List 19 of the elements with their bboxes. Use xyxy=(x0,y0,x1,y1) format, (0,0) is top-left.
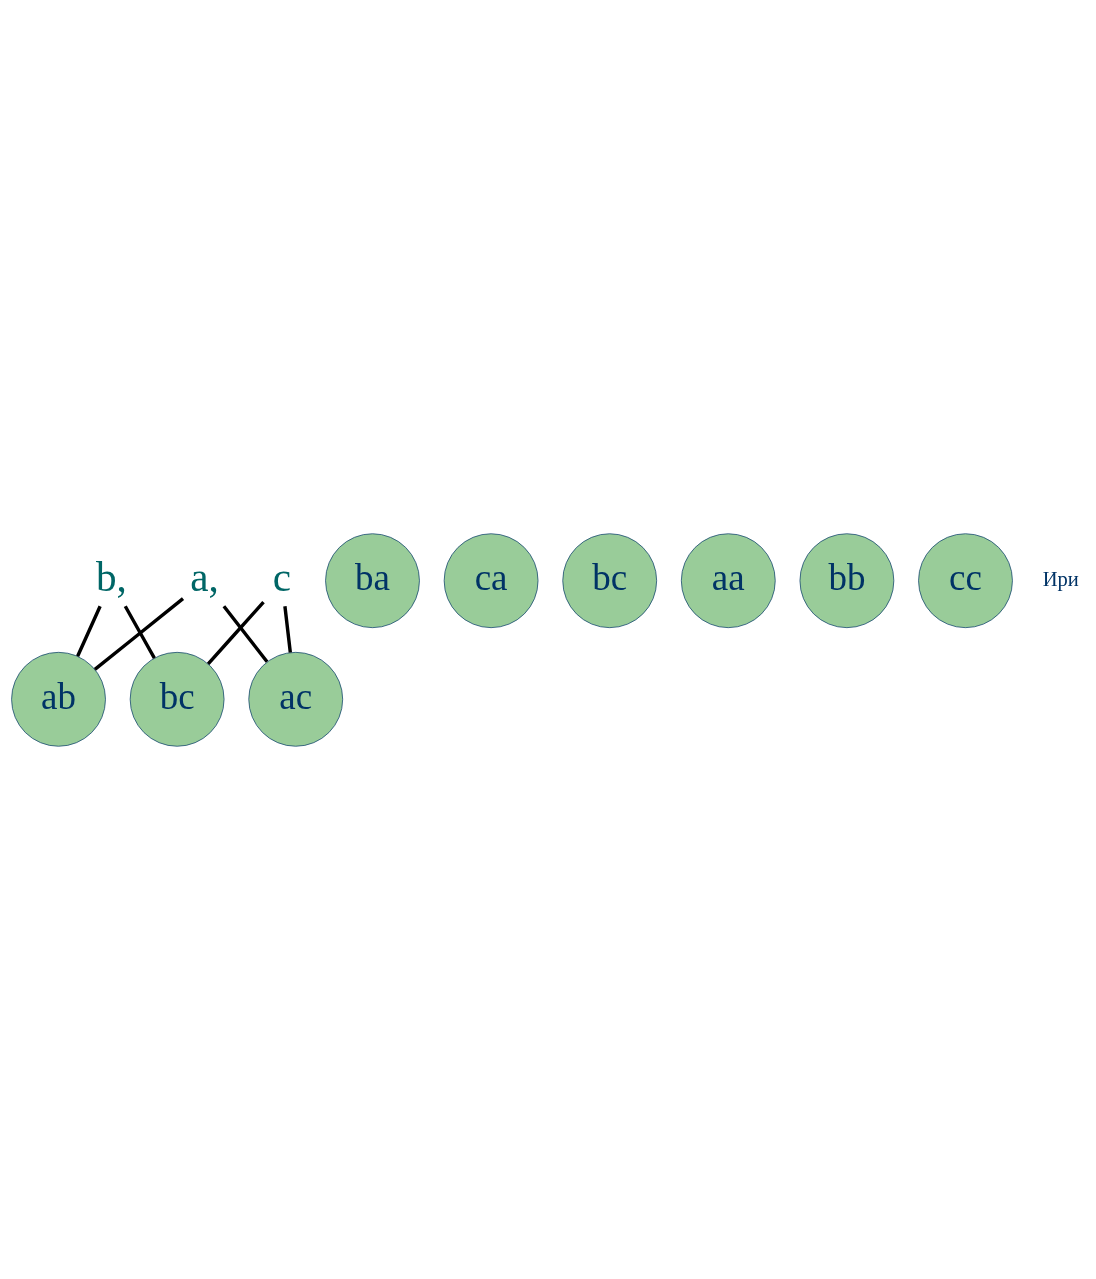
node-circle: ab xyxy=(11,651,106,747)
node-circle: aa xyxy=(681,532,776,628)
node-text: c xyxy=(272,553,292,600)
node-circle: bc xyxy=(129,651,225,747)
node-circle: ba xyxy=(325,532,420,628)
node-circle: bc xyxy=(562,532,657,628)
node-text: b, xyxy=(95,553,127,600)
node-text: a, xyxy=(190,553,219,600)
connector xyxy=(76,605,102,657)
node-circle: ac xyxy=(248,651,344,747)
label: Ири xyxy=(1042,567,1079,590)
connector xyxy=(123,604,156,659)
connector xyxy=(206,600,265,665)
node-circle: ca xyxy=(443,532,539,628)
connector xyxy=(283,605,293,653)
node-circle: cc xyxy=(918,532,1013,628)
connector xyxy=(93,596,185,671)
node-circle: bb xyxy=(799,532,895,628)
connector xyxy=(222,604,269,663)
